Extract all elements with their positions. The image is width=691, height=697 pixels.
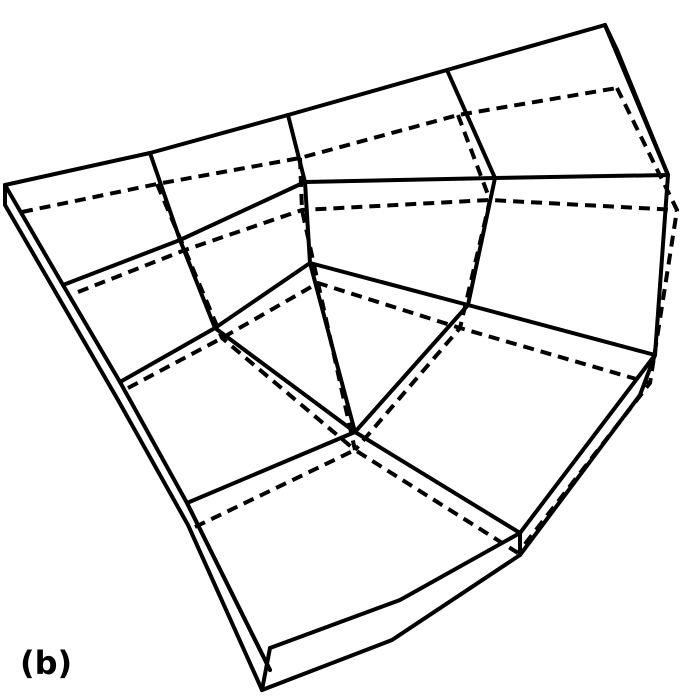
thickness-front-left [260, 646, 272, 692]
radial-1 [148, 151, 357, 434]
hidden-rear-edge [21, 86, 618, 214]
thickness-rear-right [603, 23, 670, 177]
arc-2 [118, 261, 657, 384]
hidden-right-edge [516, 87, 680, 555]
hidden-arc-3 [194, 447, 520, 555]
thickness-left [3, 183, 264, 692]
visible-edges [3, 23, 670, 692]
figure-label: (b) [20, 644, 73, 682]
top-front-edge [185, 501, 272, 672]
hidden-arc-1 [77, 197, 678, 294]
thickness-right [518, 353, 657, 557]
hidden-radial-3 [353, 114, 493, 452]
hidden-arc-2 [127, 280, 651, 390]
arc-4 [268, 531, 522, 650]
radial-2 [286, 113, 357, 434]
arc-1 [61, 173, 670, 287]
hidden-radial-1 [155, 183, 357, 452]
thickness-front [260, 531, 522, 692]
radial-3 [353, 68, 497, 434]
